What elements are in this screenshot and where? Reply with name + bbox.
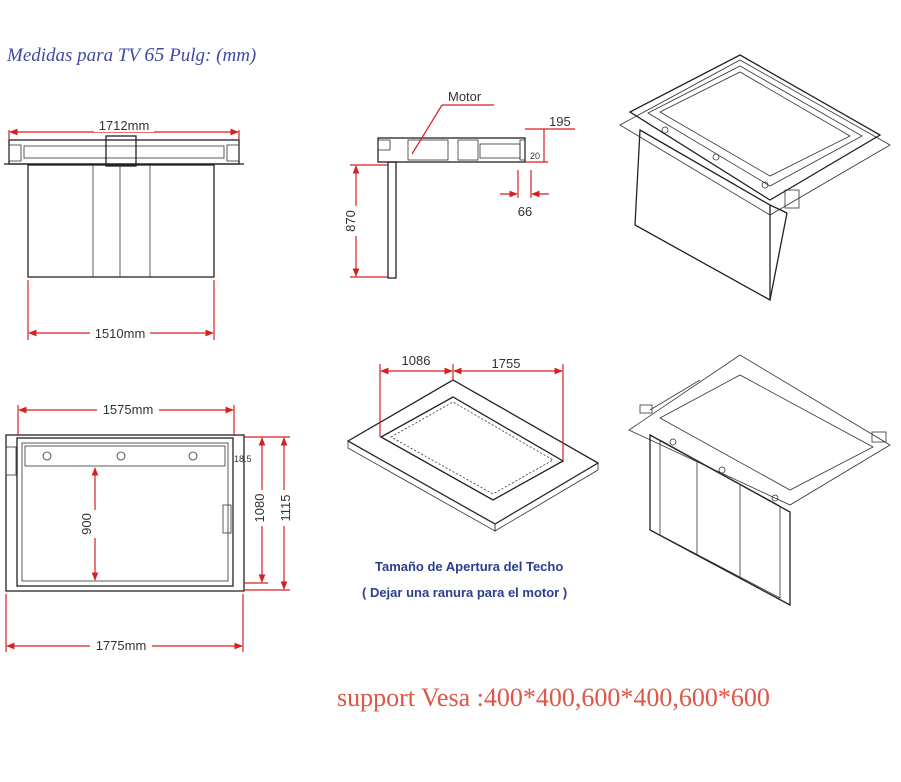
vesa-support-text: support Vesa :400*400,600*400,600*600	[337, 683, 770, 712]
iso2-ceiling-plate	[628, 354, 891, 506]
iso-view-closed	[619, 54, 891, 302]
title-tv-size: 65	[144, 44, 165, 66]
dim-195-label: 195	[549, 114, 571, 129]
side-motor-block	[407, 139, 449, 161]
iso1-frame	[628, 54, 882, 201]
bottom-motor-bar	[24, 445, 226, 467]
dim-1115-label: 1115	[278, 495, 293, 522]
dim-1755-label: 1755	[492, 356, 521, 371]
dim-1712-label: 1712mm	[99, 118, 150, 133]
iso1-ceiling-plate	[619, 59, 891, 216]
dim-1510-label: 1510mm	[95, 326, 146, 341]
title-prefix: Medidas para TV	[7, 45, 140, 66]
title-unit: (mm)	[216, 45, 257, 66]
iso2-panel	[649, 433, 791, 607]
front-motor-box	[105, 135, 137, 167]
motor-leader	[411, 104, 443, 155]
diagram-title: Medidas para TV 65 Pulg: (mm)	[7, 44, 256, 67]
bottom-outer-frame	[5, 434, 245, 592]
dim-870-label: 870	[343, 210, 358, 232]
ceiling-opening-view: 1086 1755	[346, 353, 600, 532]
front-panel	[27, 164, 215, 278]
ceiling-caption-line2: ( Dejar una ranura para el motor )	[362, 585, 568, 600]
dim-18-5-label: 18.5	[234, 454, 252, 464]
bottom-view: 1575mm 1775mm 900 18.5 1080 1115	[5, 402, 293, 653]
dim-1775-label: 1775mm	[96, 638, 147, 653]
side-view: Motor 195 20 870 66	[343, 89, 575, 279]
dim-900-label: 900	[79, 513, 94, 535]
ceiling-opening	[379, 396, 565, 501]
bottom-inner-frame	[16, 437, 234, 587]
iso-view-open	[628, 354, 891, 607]
dim-1575-label: 1575mm	[103, 402, 154, 417]
dim-1086-label: 1086	[402, 353, 431, 368]
front-view: 1712mm 1510mm	[4, 118, 244, 341]
ceiling-caption-line1: Tamaño de Apertura del Techo	[375, 559, 564, 574]
dim-66-label: 66	[518, 204, 532, 219]
front-top-rail	[8, 139, 240, 165]
dim-1080-label: 1080	[252, 494, 267, 523]
title-unit-word: Pulg:	[169, 45, 212, 66]
side-panel	[387, 161, 397, 279]
iso1-panel	[634, 128, 771, 302]
dim-20-label: 20	[530, 151, 540, 161]
motor-label: Motor	[448, 89, 482, 104]
ceiling-board	[346, 379, 600, 525]
